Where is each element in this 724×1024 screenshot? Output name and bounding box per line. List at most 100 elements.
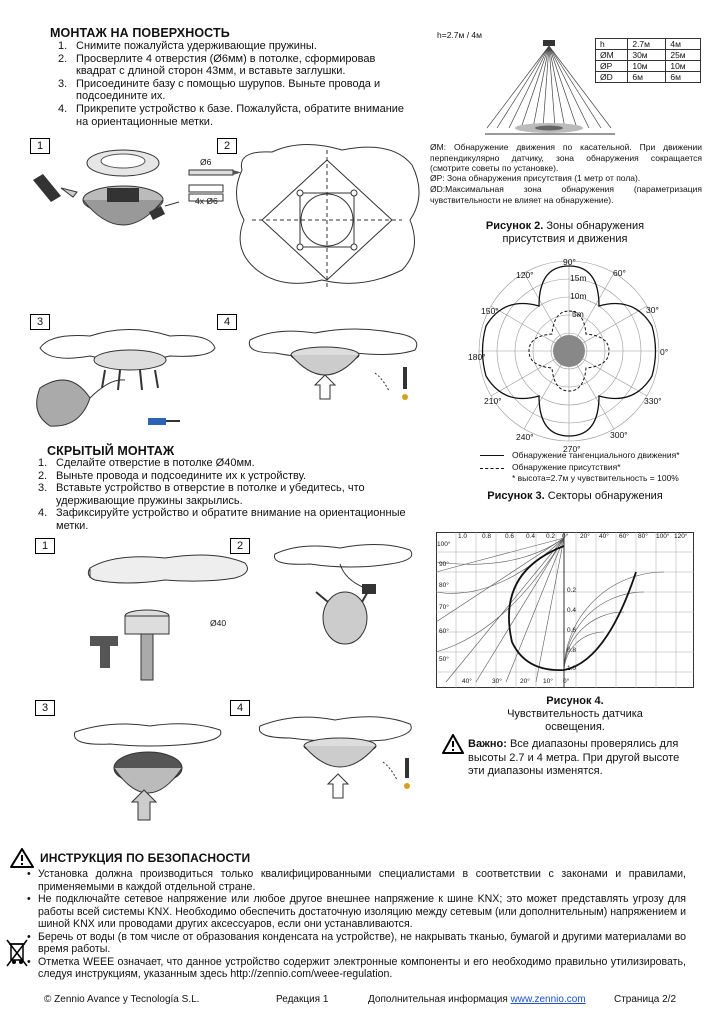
axis-tick-label: 0° [563, 678, 570, 685]
hidden-mount-title: СКРЫТЫЙ МОНТАЖ [47, 444, 175, 458]
axis-tick-label: 1.0 [567, 665, 577, 672]
list-item: Беречь от воды (в том числе от образован… [24, 931, 686, 956]
detection-sectors-polar-diagram [478, 260, 660, 442]
list-item: 1.Сделайте отверстие в потолке Ø40мм. [38, 457, 255, 469]
angle-label: 300° [610, 430, 628, 440]
list-item: 3.Вставьте устройство в отверстие в пото… [38, 482, 365, 507]
footer-page-number: Страница 2/2 [614, 994, 677, 1005]
axis-tick-label: 60° [619, 533, 629, 540]
angle-label: 330° [644, 396, 662, 406]
hidden-fig-label-1: 1 [35, 538, 55, 554]
hidden-fig-label-3: 3 [35, 700, 55, 716]
axis-tick-label: 120° [674, 533, 688, 540]
surface-step4-illustration [248, 328, 418, 400]
legend-tangent: Обнаружение тангенциального движения* [512, 450, 680, 460]
angle-label: 0° [660, 347, 669, 357]
figure-3-caption: Рисунок 3. Секторы обнаружения [487, 490, 663, 502]
axis-tick-label: 0.4 [526, 533, 536, 540]
ring-label: 15m [570, 273, 587, 283]
list-item: 4.Зафиксируйте устройство и обратите вни… [38, 507, 406, 532]
safety-title: ИНСТРУКЦИЯ ПО БЕЗОПАСНОСТИ [40, 851, 251, 865]
hidden-fig-label-4: 4 [230, 700, 250, 716]
zone-p-description: ØP: Зона обнаружения присутствия (1 метр… [430, 173, 641, 183]
axis-tick-label: 0.2 [567, 587, 577, 594]
axis-tick-label: 10° [543, 678, 553, 685]
axis-tick-label: 0.6 [567, 627, 577, 634]
angle-label: 180° [468, 352, 486, 362]
surface-mount-title: МОНТАЖ НА ПОВЕРХНОСТЬ [50, 26, 230, 40]
height-label: h=2.7м / 4м [437, 30, 483, 40]
detection-cone-diagram [485, 40, 615, 135]
zone-m-description: ØM: Обнаружение движения по касательной.… [430, 142, 702, 173]
hidden-step3-illustration [73, 723, 222, 821]
hidden-steps: 1.Сделайте отверстие в потолке Ø40мм. 2.… [28, 457, 418, 533]
axis-tick-label: 30° [492, 678, 502, 685]
legend-presence: Обнаружение присутствия* [512, 462, 621, 472]
axis-tick-label: 100° [656, 533, 670, 540]
list-item: Отметка WEEE означает, что данное устрой… [24, 956, 686, 981]
axis-tick-label: 90° [439, 561, 449, 568]
warning-icon [442, 734, 464, 754]
list-item: 2.Просверлите 4 отверстия (Ø6мм) в потол… [58, 52, 376, 78]
axis-tick-label: 20° [520, 678, 530, 685]
figure-4-caption: Рисунок 4.Чувствительность датчика освещ… [507, 695, 643, 733]
angle-label: 60° [613, 268, 626, 278]
axis-tick-label: 0.6 [505, 533, 515, 540]
important-note: Важно: Все диапазоны проверялись для выс… [468, 738, 680, 777]
legend-line-solid [480, 455, 504, 456]
axis-tick-label: 20° [580, 533, 590, 540]
figure-2-caption: Рисунок 2. Зоны обнаружения присутствия … [485, 220, 645, 245]
legend-line-dashed [480, 468, 504, 469]
hole-label: Ø40 [210, 618, 227, 628]
drilling-template-illustration [236, 143, 420, 288]
axis-tick-label: 0.8 [482, 533, 492, 540]
footer-edition: Редакция 1 [276, 994, 329, 1005]
zone-d-description: ØD:Максимальная зона обнаружения (параме… [430, 184, 702, 205]
light-sensor-sensitivity-chart [436, 532, 694, 688]
angle-label: 90° [563, 257, 576, 267]
angle-label: 150° [481, 306, 499, 316]
surface-fig-label-4: 4 [217, 314, 237, 330]
axis-tick-label: 0.2 [546, 533, 556, 540]
hidden-step4-illustration [258, 716, 412, 799]
safety-list: Установка должна производиться только кв… [24, 868, 686, 981]
list-item: Не подключайте сетевое напряжение или лю… [24, 893, 686, 931]
legend-note: * высота=2.7м у чувствительность = 100% [512, 473, 679, 483]
surface-fig-label-1: 1 [30, 138, 50, 154]
angle-label: 240° [516, 432, 534, 442]
list-item: 1.Снимите пожалуйста удерживающие пружин… [58, 40, 317, 52]
surface-fig-label-3: 3 [30, 314, 50, 330]
ring-label: 10m [570, 291, 587, 301]
axis-tick-label: 70° [439, 604, 449, 611]
angle-label: 270° [563, 444, 581, 454]
axis-tick-label: 0° [562, 533, 569, 540]
axis-tick-label: 60° [439, 628, 449, 635]
axis-tick-label: 80° [638, 533, 648, 540]
surface-steps: 1.Снимите пожалуйста удерживающие пружин… [48, 40, 418, 128]
drill-label: Ø6 [200, 157, 212, 167]
ring-label: 5m [572, 309, 584, 319]
drill-bit-icon [188, 169, 241, 202]
hidden-step1-illustration [87, 554, 248, 681]
list-item: 2.Выньте провода и подсоедините их к уст… [38, 469, 307, 482]
footer-copyright: © Zennio Avance y Tecnología S.L. [44, 994, 200, 1005]
safety-warning-icon [10, 848, 34, 868]
zennio-website-link[interactable]: www.zennio.com [510, 994, 586, 1005]
weee-bin-icon [6, 939, 28, 967]
surface-fig-label-2: 2 [217, 138, 237, 154]
hidden-step2-illustration [273, 543, 413, 645]
axis-tick-label: 50° [439, 656, 449, 663]
angle-label: 210° [484, 396, 502, 406]
surface-step3-illustration [36, 329, 216, 427]
angle-label: 120° [516, 270, 534, 280]
angle-label: 30° [646, 305, 659, 315]
list-item: 4.Прикрепите устройство к базе. Пожалуйс… [58, 102, 405, 128]
axis-tick-label: 40° [599, 533, 609, 540]
axis-tick-label: 100° [437, 541, 451, 548]
surface-step1-illustration [33, 149, 180, 226]
axis-tick-label: 1.0 [458, 533, 468, 540]
list-item: 3.Присоедините базу с помощью шурупов. В… [58, 77, 381, 103]
